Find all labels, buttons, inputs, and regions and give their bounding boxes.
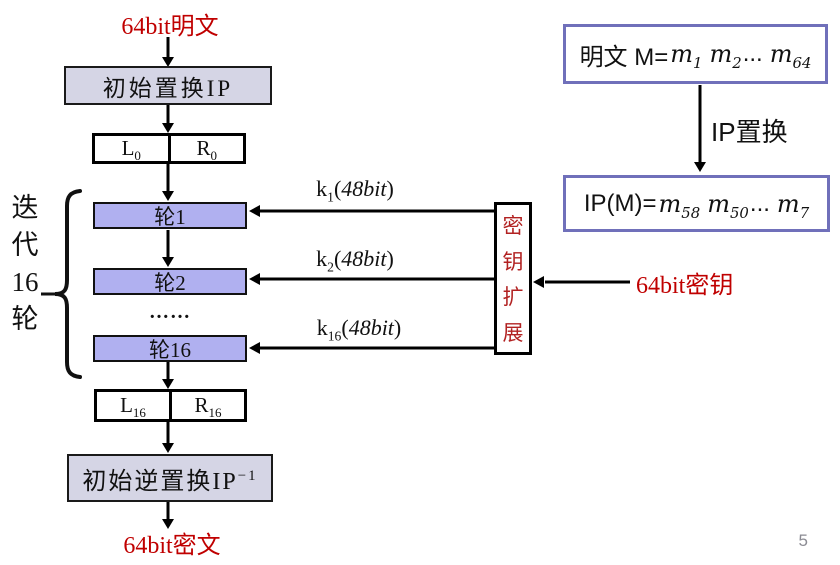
m7-sub: 7 <box>799 203 810 222</box>
arrow-down-icon-ip-to-l0r0 <box>162 105 174 133</box>
arrow-down-icon-round16-to-l16r16 <box>162 362 174 389</box>
r16-base: R <box>194 393 209 417</box>
round-2-box: 轮2 <box>93 268 247 295</box>
r16-cell: R16 <box>172 392 244 419</box>
k1-sub: 1 <box>327 189 334 205</box>
key-expansion-char-2: 钥 <box>502 249 524 274</box>
key-input-label: 64bit密钥 <box>636 272 734 299</box>
ipm-prefix: IP(M)= <box>583 189 657 217</box>
m1-base: m <box>670 40 694 68</box>
k16-base: k <box>316 315 328 340</box>
iteration-label: 迭 代 16 轮 <box>4 190 46 338</box>
iteration-line-1: 迭 <box>11 193 39 223</box>
k16-bits: 48bit <box>348 315 394 340</box>
m58-base: m <box>658 189 682 218</box>
arrow-left-icon-key-to-expansion <box>533 276 630 288</box>
r16-sub: 16 <box>208 405 222 421</box>
ciphertext-label: 64bit密文 <box>123 532 221 559</box>
inverse-permutation-box: 初始逆置换IP−1 <box>67 454 273 502</box>
key-expansion-box: 密 钥 扩 展 <box>494 202 532 355</box>
k1-close: ) <box>386 176 394 201</box>
m64-term: m64 <box>769 40 812 70</box>
m64-sub: 64 <box>792 53 812 72</box>
r0-label: R0 <box>196 136 218 164</box>
l16-base: L <box>120 393 133 417</box>
m50-term: m50 <box>707 189 749 222</box>
k1-base: k <box>316 176 328 201</box>
m7-term: m7 <box>776 189 810 222</box>
round-16-box: 轮16 <box>93 335 247 362</box>
arrow-left-icon-k2-to-round2 <box>249 273 494 285</box>
ipinv-base: 初始逆置换IP <box>82 468 238 495</box>
m2-base: m <box>709 40 733 68</box>
k16-close: ) <box>393 315 402 340</box>
message-ellipsis: ... <box>742 40 763 67</box>
k1-bits: 48bit <box>341 176 387 201</box>
subkey-2-label: k2(48bit) <box>280 246 430 275</box>
arrow-down-icon-l0r0-to-round1 <box>162 164 174 201</box>
m50-base: m <box>707 189 730 218</box>
k2-sub: 2 <box>327 259 334 275</box>
r0-base: R <box>196 136 211 160</box>
ipm-ellipsis: ... <box>749 189 770 217</box>
k1-open: ( <box>333 176 342 201</box>
arrow-down-icon-round1-to-round2 <box>162 230 174 267</box>
l0-cell: L0 <box>95 136 171 164</box>
l16-sub: 16 <box>132 405 146 421</box>
m58-term: m58 <box>658 189 701 222</box>
m58-sub: 58 <box>681 203 701 222</box>
arrow-down-icon-plaintext-to-ip <box>162 37 174 67</box>
curly-brace-icon <box>41 189 82 379</box>
page-number: 5 <box>798 531 808 550</box>
plaintext-label: 64bit明文 <box>121 13 219 40</box>
k2-bits: 48bit <box>341 246 387 271</box>
iteration-line-2: 代 <box>11 230 39 260</box>
round-1-box: 轮1 <box>93 202 247 229</box>
k16-open: ( <box>341 315 349 340</box>
subkey-1-label: k1(48bit) <box>280 176 430 205</box>
arrow-down-icon-m-to-ipm <box>694 85 706 172</box>
key-expansion-char-4: 展 <box>502 320 524 345</box>
l0-label: L0 <box>121 136 141 164</box>
l16-cell: L16 <box>97 392 172 419</box>
m1-sub: 1 <box>693 53 703 72</box>
m7-base: m <box>776 189 800 218</box>
ip-arrow-label: IP置换 <box>711 116 788 147</box>
rounds-ellipsis: …… <box>149 301 191 323</box>
arrow-left-icon-k16-to-round16 <box>249 342 494 354</box>
k2-close: ) <box>386 246 394 271</box>
k16-sub: 16 <box>327 328 342 344</box>
arrow-left-icon-k1-to-round1 <box>249 205 494 217</box>
arrow-down-icon-ipinv-to-ciphertext <box>162 502 174 529</box>
k2-base: k <box>316 246 328 271</box>
m50-sub: 50 <box>729 203 749 222</box>
m2-sub: 2 <box>732 53 742 72</box>
m64-base: m <box>769 40 793 68</box>
ipinv-sup: −1 <box>237 467 258 484</box>
arrow-down-icon-l16r16-to-ipinv <box>162 422 174 453</box>
k2-open: ( <box>333 246 342 271</box>
initial-permutation-box: 初始置换IP <box>64 66 272 105</box>
key-expansion-char-3: 扩 <box>502 285 524 310</box>
l0-sub: 0 <box>134 148 141 164</box>
key-expansion-char-1: 密 <box>502 214 524 239</box>
l16-r16-box: L16 R16 <box>94 389 247 422</box>
inverse-permutation-label: 初始逆置换IP−1 <box>82 461 257 496</box>
r0-cell: R0 <box>171 136 244 164</box>
iteration-line-3: 16 <box>11 267 39 297</box>
message-prefix: 明文 M= <box>579 43 669 71</box>
subkey-16-label: k16(48bit) <box>280 315 438 344</box>
l0-r0-box: L0 R0 <box>92 133 246 164</box>
l0-base: L <box>121 136 135 160</box>
l16-label: L16 <box>120 393 146 421</box>
r16-label: R16 <box>194 393 222 421</box>
r0-sub: 0 <box>210 148 218 164</box>
iteration-line-4: 轮 <box>11 304 39 334</box>
m1-term: m1 <box>670 40 702 70</box>
m2-term: m2 <box>709 40 741 70</box>
